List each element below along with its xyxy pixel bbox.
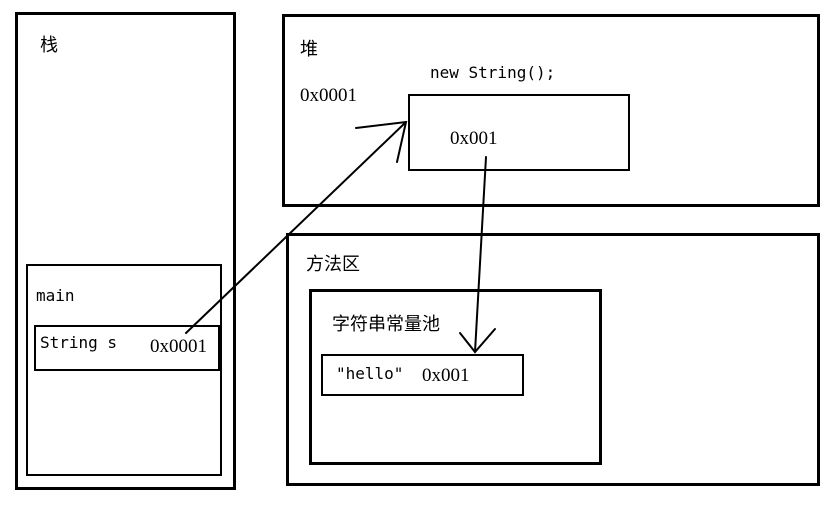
string-pool-literal: "hello" — [336, 364, 404, 383]
variable-declaration: String s — [40, 333, 118, 352]
string-pool-address: 0x001 — [422, 365, 470, 386]
method-area-title: 方法区 — [306, 254, 360, 275]
string-pool-entry — [321, 354, 524, 396]
heap-address: 0x0001 — [300, 85, 357, 106]
main-frame-title: main — [36, 286, 75, 305]
heap-object-value: 0x001 — [450, 128, 498, 149]
stack-title: 栈 — [40, 35, 58, 56]
variable-value: 0x0001 — [150, 336, 207, 357]
heap-object-box — [408, 94, 630, 171]
heap-title: 堆 — [300, 39, 318, 60]
heap-object-expression: new String(); — [430, 63, 556, 82]
string-pool-title: 字符串常量池 — [332, 314, 440, 335]
